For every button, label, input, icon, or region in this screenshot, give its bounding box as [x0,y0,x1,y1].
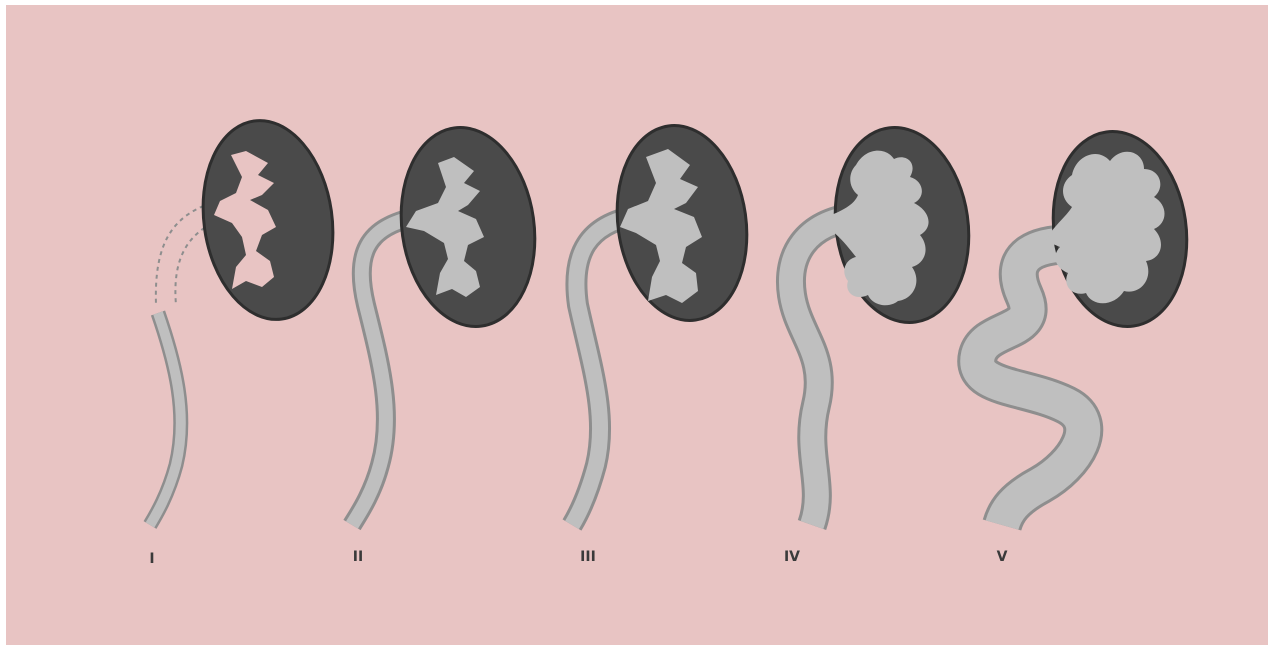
stage-2-label: II [353,549,363,565]
stage-1 [150,112,345,525]
hydronephrosis-grading-diagram: I II III IV V [6,5,1268,645]
grading-diagram-canvas: I II III IV V [6,5,1268,645]
stage-2 [352,119,547,525]
stage-4-label: IV [784,549,800,565]
stage-5-label: V [997,549,1008,565]
stage-5 [977,123,1199,525]
stage-3-label: III [580,549,596,565]
stage-4 [791,119,981,525]
stage-3 [572,117,759,525]
stage-1-label: I [149,551,154,567]
stage-1-ureter-lumen [150,313,181,525]
